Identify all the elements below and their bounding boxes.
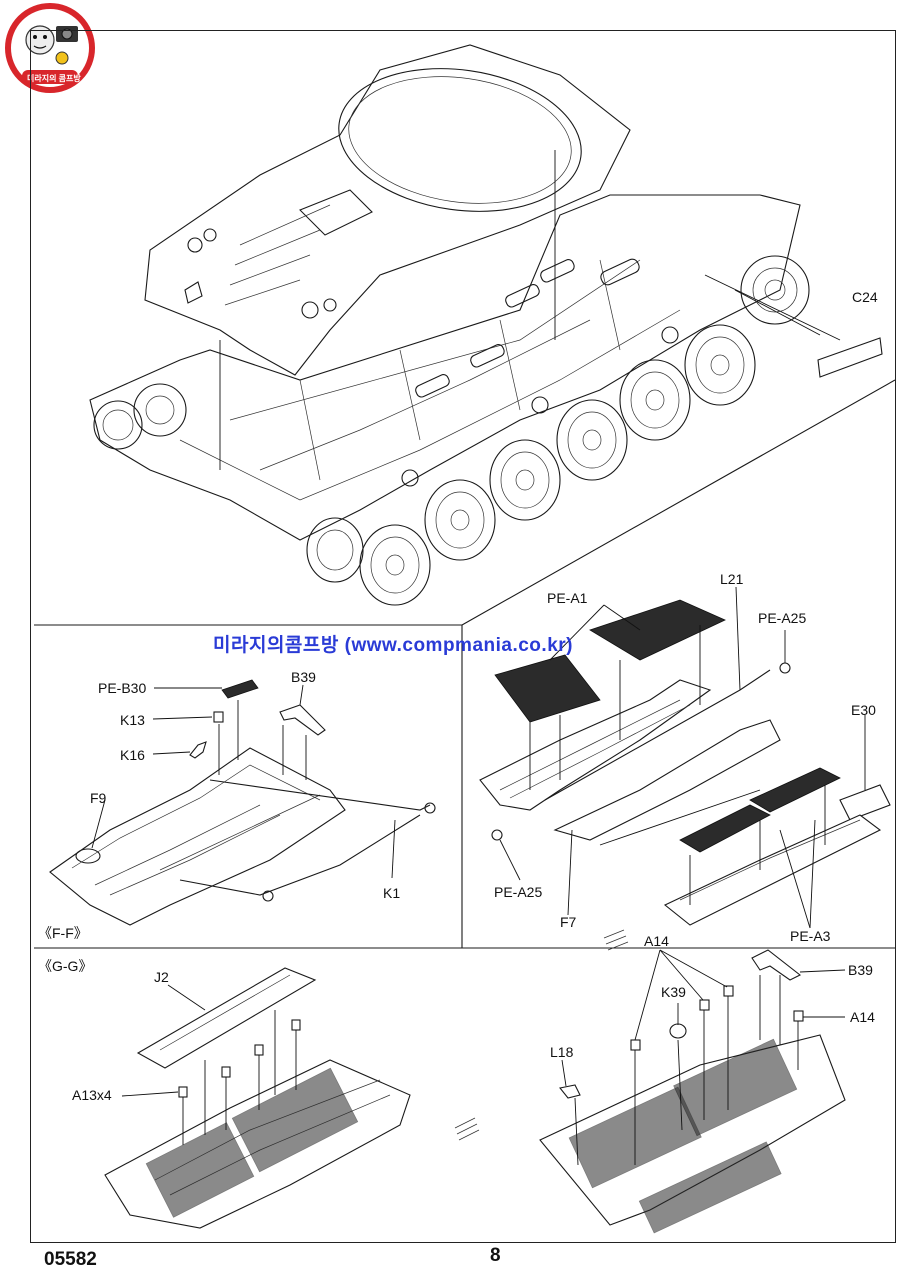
- label-f7: F7: [560, 914, 577, 930]
- label-e30: E30: [851, 702, 876, 718]
- label-pe-a3: PE-A3: [790, 928, 831, 944]
- part-e30: [839, 784, 891, 821]
- part-pe-a25-bottom: [491, 829, 503, 841]
- section-engine-deck-drawing: [479, 586, 891, 951]
- label-pe-b30: PE-B30: [98, 680, 147, 696]
- label-a14-top: A14: [644, 933, 669, 949]
- part-k13: [213, 711, 224, 723]
- page-number: 8: [490, 1245, 501, 1266]
- part-a13-2: [221, 1066, 231, 1078]
- label-j2: J2: [154, 969, 169, 985]
- watermark-text: 미라지의콤프방 (www.compmania.co.kr): [213, 635, 573, 656]
- part-a14-3: [723, 985, 734, 997]
- label-b39-ff: B39: [291, 669, 316, 685]
- label-f9: F9: [90, 790, 107, 806]
- model-number: 05582: [44, 1249, 97, 1270]
- part-b39-ff: [279, 704, 326, 736]
- label-k16: K16: [120, 747, 145, 763]
- part-pe-a25-top: [779, 662, 791, 674]
- label-a13x4: A13x4: [72, 1087, 112, 1103]
- part-b39-rear: [751, 949, 802, 981]
- section-ff-drawing: [49, 679, 436, 926]
- part-pe-a1-left: [494, 654, 601, 723]
- label-l18: L18: [550, 1044, 574, 1060]
- part-a13-3: [254, 1044, 264, 1056]
- part-a13-4: [291, 1019, 301, 1031]
- part-pe-a1-right: [589, 599, 726, 661]
- hull-assembly: [89, 44, 883, 606]
- label-a14-right: A14: [850, 1009, 875, 1025]
- section-gg-title: 《G-G》: [38, 958, 93, 974]
- part-k39: [669, 1023, 687, 1039]
- part-c24: [817, 337, 883, 378]
- logo-bottom-text: 미라지의 콤프방: [27, 74, 81, 83]
- part-a14-2: [699, 999, 710, 1011]
- label-pe-a25-bottom: PE-A25: [494, 884, 543, 900]
- section-gg-drawing: [104, 967, 480, 1229]
- road-wheels: [306, 324, 756, 606]
- part-k1: [209, 779, 431, 811]
- part-j2: [136, 967, 317, 1069]
- part-pe-b30: [221, 679, 259, 699]
- label-pe-a1: PE-A1: [547, 590, 588, 606]
- part-k16: [189, 741, 207, 759]
- part-a14-1: [630, 1039, 641, 1051]
- main-frame: [30, 30, 896, 1243]
- label-pe-a25-top: PE-A25: [758, 610, 807, 626]
- section-rear-drawing: [539, 949, 846, 1234]
- label-k39: K39: [661, 984, 686, 1000]
- part-pe-a3-1: [679, 804, 771, 853]
- label-k1: K1: [383, 885, 401, 901]
- diagonal-divider: [461, 379, 896, 626]
- label-c24: C24: [852, 289, 878, 305]
- label-k13: K13: [120, 712, 145, 728]
- part-l18: [559, 1084, 581, 1099]
- part-a13-1: [178, 1086, 188, 1098]
- label-b39-rear: B39: [848, 962, 873, 978]
- part-pe-a3-2: [749, 767, 841, 813]
- section-ff-title: 《F-F》: [38, 925, 88, 941]
- part-a14-4: [793, 1010, 804, 1022]
- label-l21: L21: [720, 571, 744, 587]
